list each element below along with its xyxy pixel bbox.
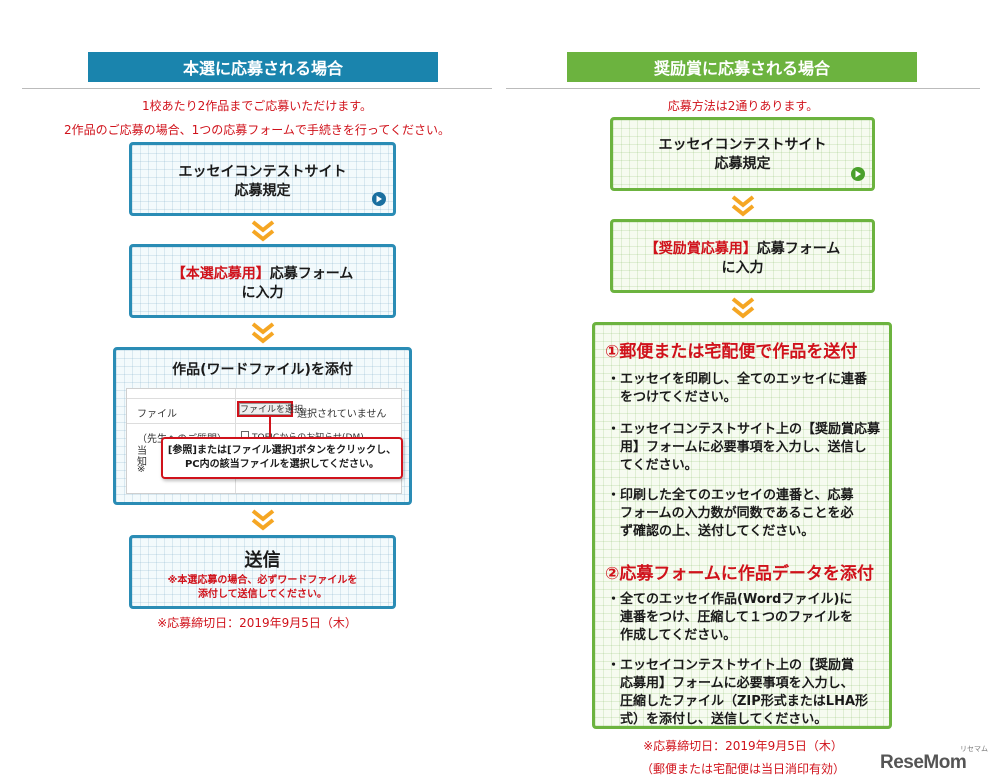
method2-bullet-2-line3: 圧縮したファイル（ZIP形式またはLHA形 <box>620 694 869 709</box>
chevron-down-icon <box>731 297 755 319</box>
right-step-rules-line2: 応募規定 <box>714 156 771 172</box>
left-divider <box>22 88 492 89</box>
right-step-rules-line1: エッセイコンテストサイト <box>658 137 827 153</box>
method1-bullet-3-line1: ・印刷した全てのエッセイの連番と、応募 <box>607 488 854 503</box>
form-label-frag1: 当 <box>137 446 147 457</box>
left-header: 本選に応募される場合 <box>88 52 438 82</box>
chevron-down-icon <box>251 509 275 531</box>
file-status-text: 選択されていません <box>297 409 387 420</box>
callout-line1: [参照]または[ファイル選択]ボタンをクリックし、 <box>167 445 397 456</box>
chevron-down-icon <box>251 322 275 344</box>
left-step-rules-line1: エッセイコンテストサイト <box>178 164 347 180</box>
method1-bullet-1-line1: ・エッセイを印刷し、全てのエッセイに連番 <box>607 372 868 387</box>
chevron-down-icon <box>731 195 755 217</box>
left-step-rules[interactable]: エッセイコンテストサイト 応募規定 <box>129 142 396 216</box>
right-deadline: ※応募締切日：2019年9月5日（木） <box>643 739 843 753</box>
form-label-file: ファイル <box>137 409 177 420</box>
instruction-callout: [参照]または[ファイル選択]ボタンをクリックし、 PC内の該当ファイルを選択し… <box>161 437 403 479</box>
method2-bullet-1-line3: 作成してください。 <box>620 628 737 643</box>
left-step-submit[interactable]: 送信 ※本選応募の場合、必ずワードファイルを 添付して送信してください。 <box>129 535 396 609</box>
form-label-frag2: 知 <box>137 457 147 468</box>
resemom-logo: リセマム ReseMom <box>880 744 992 778</box>
logo-kana: リセマム <box>960 745 988 753</box>
right-methods-box: ①郵便または宅配便で作品を送付 ・エッセイを印刷し、全てのエッセイに連番 をつけ… <box>592 322 892 729</box>
left-step-rules-line2: 応募規定 <box>234 183 291 199</box>
right-divider <box>506 88 980 89</box>
method1-bullet-3-line3: ず確認の上、送付してください。 <box>620 524 815 539</box>
play-circle-icon[interactable] <box>851 167 865 181</box>
method1-bullet-2-line2: 用】フォームに必要事項を入力し、送信し <box>620 440 867 455</box>
logo-text: ReseMom <box>880 752 967 773</box>
left-step-submit-title: 送信 <box>244 550 281 571</box>
method1-bullet-1: ・エッセイを印刷し、全てのエッセイに連番 をつけてください。 <box>607 371 887 407</box>
right-step-rules[interactable]: エッセイコンテストサイト 応募規定 <box>610 117 875 191</box>
form-screenshot: ファイル ファイルを選択 選択されていません （先生へのご質問） TOEICから… <box>126 388 403 494</box>
right-step-form-highlight: 【奨励賞応募用】 <box>644 241 757 257</box>
chevron-down-icon <box>251 220 275 242</box>
method1-bullet-3-line2: フォームの入力数が同数であることを必 <box>620 506 854 521</box>
method1-title: ①郵便または宅配便で作品を送付 <box>605 342 858 362</box>
right-deadline-note: （郵便または宅配便は当日消印有効） <box>640 762 845 776</box>
right-step-form-line1: 応募フォーム <box>756 241 841 257</box>
method1-bullet-2-line3: てください。 <box>620 458 698 473</box>
form-label-frag3: ※ <box>137 464 146 475</box>
left-step-form-line1: 応募フォーム <box>269 266 354 282</box>
right-header: 奨励賞に応募される場合 <box>567 52 917 82</box>
play-circle-icon[interactable] <box>372 192 386 206</box>
method2-bullet-2-line4: 式）を添付し、送信してください。 <box>620 712 828 727</box>
method2-bullet-1-line1: ・全てのエッセイ作品(Wordファイル)に <box>607 592 853 607</box>
left-step-submit-warn2: 添付して送信してください。 <box>197 589 328 600</box>
method1-bullet-1-line2: をつけてください。 <box>620 390 737 405</box>
callout-line2: PC内の該当ファイルを選択してください。 <box>184 459 380 470</box>
method2-title: ②応募フォームに作品データを添付 <box>605 564 874 584</box>
file-select-button[interactable]: ファイルを選択 <box>239 403 304 415</box>
right-step-form[interactable]: 【奨励賞応募用】応募フォーム に入力 <box>610 219 875 293</box>
method1-bullet-2: ・エッセイコンテストサイト上の【奨励賞応募 用】フォームに必要事項を入力し、送信… <box>607 421 887 475</box>
method2-bullet-2-line2: 応募用】フォームに必要事項を入力し、 <box>620 676 854 691</box>
left-step-form-highlight: 【本選応募用】 <box>171 266 270 282</box>
left-step-form-line2: に入力 <box>241 285 284 301</box>
right-note-1: 応募方法は2通りあります。 <box>667 99 819 113</box>
left-header-text: 本選に応募される場合 <box>182 59 343 78</box>
method1-bullet-3: ・印刷した全てのエッセイの連番と、応募 フォームの入力数が同数であることを必 ず… <box>607 487 887 541</box>
left-note-1: 1校あたり2作品までご応募いただけます。 <box>141 99 373 113</box>
right-step-form-line2: に入力 <box>721 260 764 276</box>
method2-bullet-2: ・エッセイコンテストサイト上の【奨励賞 応募用】フォームに必要事項を入力し、 圧… <box>607 657 887 729</box>
left-step-attach: 作品(ワードファイル)を添付 ファイル ファイルを選択 選択されていません （先… <box>113 347 412 505</box>
method1-bullet-2-line1: ・エッセイコンテストサイト上の【奨励賞応募 <box>607 422 881 437</box>
method2-bullet-1: ・全てのエッセイ作品(Wordファイル)に 連番をつけ、圧縮して１つのファイルを… <box>607 591 887 645</box>
method2-bullet-1-line2: 連番をつけ、圧縮して１つのファイルを <box>620 610 853 625</box>
left-note-2: 2作品のご応募の場合、1つの応募フォームで手続きを行ってください。 <box>64 123 450 137</box>
left-step-submit-warn1: ※本選応募の場合、必ずワードファイルを <box>167 575 358 586</box>
left-step-form[interactable]: 【本選応募用】応募フォーム に入力 <box>129 244 396 318</box>
left-step-attach-title: 作品(ワードファイル)を添付 <box>172 362 353 378</box>
right-header-text: 奨励賞に応募される場合 <box>653 59 830 78</box>
left-deadline: ※応募締切日：2019年9月5日（木） <box>157 616 357 630</box>
method2-bullet-2-line1: ・エッセイコンテストサイト上の【奨励賞 <box>607 658 855 673</box>
